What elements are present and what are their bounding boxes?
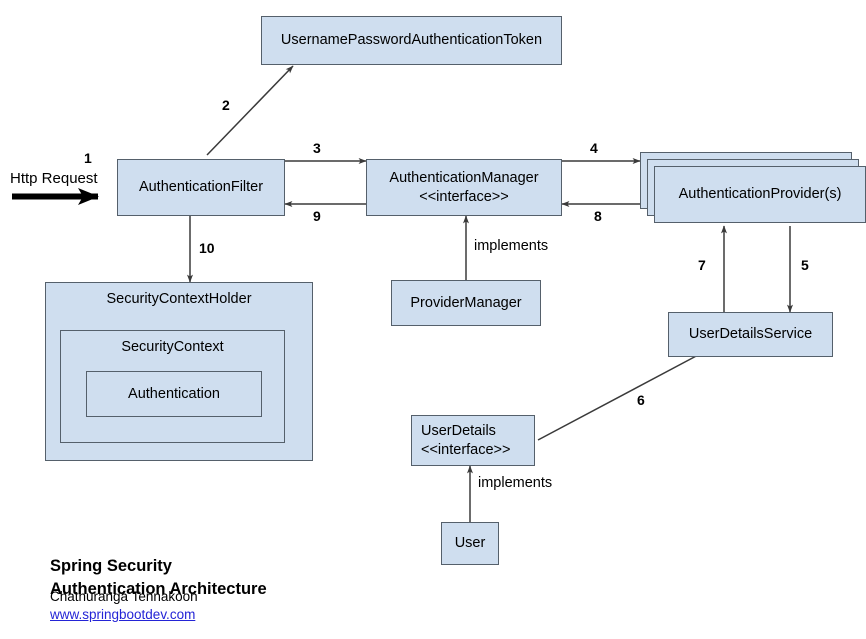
node-label: Authentication — [128, 385, 220, 402]
edge-label-text: 2 — [222, 97, 230, 113]
node-label: ProviderManager — [410, 294, 522, 311]
edge-label-text: 7 — [698, 257, 706, 273]
edge-label-2: 2 — [222, 97, 230, 113]
node-authentication[interactable]: Authentication — [86, 371, 262, 417]
implements-text: implements — [474, 238, 549, 254]
edge-6-userdetailsservice-to-userdetails — [537, 353, 701, 441]
node-label: UserDetails <<interface>> — [421, 422, 511, 458]
node-authentication-provider[interactable]: AuthenticationProvider(s) — [654, 166, 866, 223]
http-request-label: Http Request — [10, 170, 98, 187]
edge-label-6: 6 — [637, 392, 645, 408]
node-user-details-service[interactable]: UserDetailsService — [668, 312, 833, 357]
diagram-author: Chathuranga Tennakoon — [50, 589, 198, 604]
edge-label-8: 8 — [594, 208, 602, 224]
node-label: AuthenticationFilter — [138, 179, 264, 196]
node-label: UserDetailsService — [688, 326, 813, 343]
node-provider-manager[interactable]: ProviderManager — [391, 280, 541, 326]
edge-label-9: 9 — [313, 208, 321, 224]
diagram-author-text: Chathuranga Tennakoon — [50, 589, 198, 604]
node-label: User — [454, 535, 486, 552]
edge-label-3: 3 — [313, 140, 321, 156]
edge-label-1: 1 — [84, 150, 92, 166]
node-label: AuthenticationManager <<interface>> — [389, 169, 539, 205]
node-label: SecurityContextHolder — [106, 291, 252, 307]
edge-2-filter-to-token — [206, 65, 294, 156]
implements-label-provider-manager: implements — [474, 238, 548, 254]
edge-label-text: 4 — [590, 140, 598, 156]
node-label: UsernamePasswordAuthenticationToken — [280, 32, 543, 49]
edge-label-4: 4 — [590, 140, 598, 156]
edge-label-7: 7 — [698, 257, 706, 273]
implements-text: implements — [478, 475, 553, 491]
edge-label-text: 3 — [313, 140, 321, 156]
implements-label-user: implements — [478, 475, 552, 491]
edge-label-10: 10 — [199, 240, 215, 256]
node-authentication-manager[interactable]: AuthenticationManager <<interface>> — [366, 159, 562, 216]
http-request-text: Http Request — [10, 170, 98, 187]
node-username-password-authentication-token[interactable]: UsernamePasswordAuthenticationToken — [261, 16, 562, 65]
edge-label-text: 6 — [637, 392, 645, 408]
edge-label-text: 1 — [84, 150, 92, 166]
diagram-title: Spring Security Authentication Architect… — [50, 533, 267, 600]
node-authentication-filter[interactable]: AuthenticationFilter — [117, 159, 285, 216]
edge-label-text: 5 — [801, 257, 809, 273]
diagram-website-link[interactable]: www.springbootdev.com — [50, 607, 195, 622]
diagram-website-link-text: www.springbootdev.com — [50, 607, 196, 622]
node-user-details[interactable]: UserDetails <<interface>> — [411, 415, 535, 466]
node-label: SecurityContext — [121, 339, 224, 355]
edge-label-text: 10 — [199, 240, 215, 256]
diagram-title-text: Spring Security Authentication Architect… — [50, 557, 267, 598]
edge-label-5: 5 — [801, 257, 809, 273]
node-user[interactable]: User — [441, 522, 499, 565]
node-label: AuthenticationProvider(s) — [678, 186, 842, 203]
edge-label-text: 8 — [594, 208, 602, 224]
edge-label-text: 9 — [313, 208, 321, 224]
